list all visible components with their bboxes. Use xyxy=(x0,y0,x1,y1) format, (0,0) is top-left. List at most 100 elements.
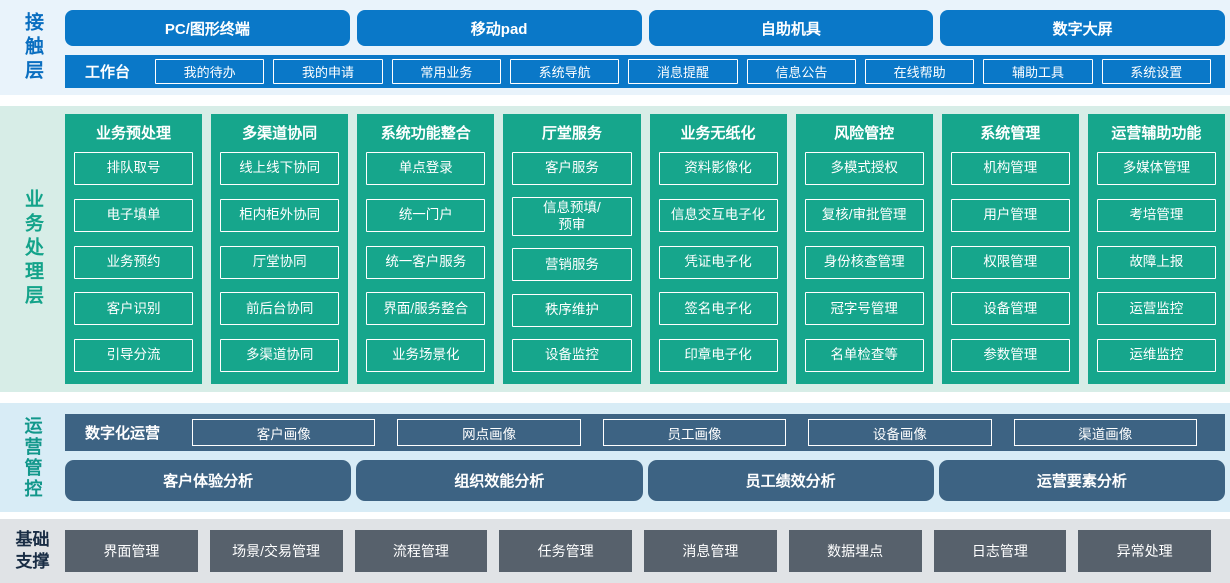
business-item-box: 印章电子化 xyxy=(658,339,778,372)
business-column: 多渠道协同线上线下协同柜内柜外协同厅堂协同前后台协同多渠道协同 xyxy=(211,114,349,384)
business-column: 风险管控多模式授权复核/审批管理身份核查管理冠字号管理名单检查等 xyxy=(795,114,933,384)
business-layer-content: 业务预处理排队取号电子填单业务预约客户识别引导分流多渠道协同线上线下协同柜内柜外… xyxy=(65,106,1225,392)
business-column-items: 资料影像化信息交互电子化凭证电子化签名电子化印章电子化 xyxy=(658,152,778,372)
business-item-box: 客户服务 xyxy=(512,152,632,185)
digital-ops-item: 客户画像 xyxy=(192,419,376,446)
business-item-box: 用户管理 xyxy=(950,198,1070,232)
foundation-item: 消息管理 xyxy=(644,530,777,572)
business-item-box: 设备管理 xyxy=(950,292,1070,326)
business-item-box: 身份核查管理 xyxy=(804,245,924,279)
business-column-title: 运营辅助功能 xyxy=(1111,125,1202,142)
workbench-item: 系统设置 xyxy=(1101,59,1211,84)
business-layer-gutter: 业务处理层 xyxy=(0,106,65,392)
business-item-box: 信息预填/ 预审 xyxy=(512,197,632,236)
digital-ops-items: 客户画像网点画像员工画像设备画像渠道画像 xyxy=(192,419,1197,446)
digital-ops-item: 渠道画像 xyxy=(1013,419,1197,446)
business-item-box: 柜内柜外协同 xyxy=(220,198,340,232)
business-column: 运营辅助功能多媒体管理考培管理故障上报运营监控运维监控 xyxy=(1087,114,1225,384)
business-item-box: 凭证电子化 xyxy=(658,245,778,279)
business-item-box: 名单检查等 xyxy=(804,339,924,372)
operations-layer-content: 数字化运营 客户画像网点画像员工画像设备画像渠道画像 客户体验分析组织效能分析员… xyxy=(65,403,1225,512)
digital-ops-item: 网点画像 xyxy=(397,419,581,446)
business-column-items: 机构管理用户管理权限管理设备管理参数管理 xyxy=(950,152,1070,372)
business-item-box: 营销服务 xyxy=(512,248,632,282)
foundation-layer-section: 基础 支撑 界面管理场景/交易管理流程管理任务管理消息管理数据埋点日志管理异常处… xyxy=(0,519,1230,583)
foundation-layer-label: 基础 支撑 xyxy=(15,529,50,571)
business-column-title: 风险管控 xyxy=(834,125,895,142)
business-item-box: 界面/服务整合 xyxy=(366,292,486,326)
business-column-items: 多媒体管理考培管理故障上报运营监控运维监控 xyxy=(1096,152,1216,372)
business-item-box: 签名电子化 xyxy=(658,292,778,326)
foundation-item: 界面管理 xyxy=(65,530,198,572)
business-item-box: 电子填单 xyxy=(74,198,194,232)
business-column-items: 单点登录统一门户统一客户服务界面/服务整合业务场景化 xyxy=(366,152,486,372)
business-column-title: 业务无纸化 xyxy=(680,125,756,142)
workbench-item: 辅助工具 xyxy=(983,59,1093,84)
business-item-box: 线上线下协同 xyxy=(220,152,340,185)
digital-ops-item: 设备画像 xyxy=(808,419,992,446)
business-column: 业务无纸化资料影像化信息交互电子化凭证电子化签名电子化印章电子化 xyxy=(649,114,787,384)
workbench-item: 信息公告 xyxy=(746,59,856,84)
foundation-item: 场景/交易管理 xyxy=(209,530,343,572)
business-item-box: 资料影像化 xyxy=(658,152,778,185)
contact-layer-label: 接触层 xyxy=(22,11,43,84)
analysis-box: 运营要素分析 xyxy=(938,460,1225,501)
business-item-box: 运营监控 xyxy=(1096,292,1216,326)
business-item-box: 引导分流 xyxy=(74,339,194,372)
business-column: 业务预处理排队取号电子填单业务预约客户识别引导分流 xyxy=(65,114,203,384)
business-item-box: 业务场景化 xyxy=(366,339,486,372)
business-item-box: 秩序维护 xyxy=(512,293,632,327)
business-item-box: 业务预约 xyxy=(74,245,194,279)
foundation-item: 任务管理 xyxy=(499,530,632,572)
business-item-box: 多媒体管理 xyxy=(1096,152,1216,185)
business-column-title: 系统功能整合 xyxy=(380,125,471,142)
channel-box: 数字大屏 xyxy=(940,10,1225,46)
analysis-box: 客户体验分析 xyxy=(65,460,352,501)
workbench-item: 消息提醒 xyxy=(628,59,738,84)
business-item-box: 排队取号 xyxy=(74,152,194,185)
business-item-box: 权限管理 xyxy=(950,245,1070,279)
operations-layer-gutter: 运营管控 xyxy=(0,403,65,512)
channel-box: PC/图形终端 xyxy=(65,10,350,46)
business-column: 系统功能整合单点登录统一门户统一客户服务界面/服务整合业务场景化 xyxy=(357,114,495,384)
business-item-box: 前后台协同 xyxy=(220,292,340,326)
business-column-title: 厅堂服务 xyxy=(541,125,602,142)
foundation-item: 数据埋点 xyxy=(788,530,922,572)
digital-ops-label: 数字化运营 xyxy=(85,425,161,442)
workbench-bar: 工作台 我的待办我的申请常用业务系统导航消息提醒信息公告在线帮助辅助工具系统设置 xyxy=(65,55,1225,88)
business-column-items: 线上线下协同柜内柜外协同厅堂协同前后台协同多渠道协同 xyxy=(220,152,340,372)
business-item-box: 统一门户 xyxy=(366,198,486,232)
operations-layer-section: 运营管控 数字化运营 客户画像网点画像员工画像设备画像渠道画像 客户体验分析组织… xyxy=(0,403,1230,512)
analysis-row: 客户体验分析组织效能分析员工绩效分析运营要素分析 xyxy=(65,460,1225,501)
channel-box: 自助机具 xyxy=(648,10,934,46)
operations-layer-label: 运营管控 xyxy=(22,415,43,500)
foundation-items: 界面管理场景/交易管理流程管理任务管理消息管理数据埋点日志管理异常处理 xyxy=(65,530,1225,572)
business-item-box: 客户识别 xyxy=(74,292,194,326)
workbench-item: 我的待办 xyxy=(155,59,265,84)
business-column: 厅堂服务客户服务信息预填/ 预审营销服务秩序维护设备监控 xyxy=(503,114,641,384)
business-column-items: 排队取号电子填单业务预约客户识别引导分流 xyxy=(74,152,194,372)
foundation-item: 异常处理 xyxy=(1078,530,1211,572)
business-item-box: 考培管理 xyxy=(1096,198,1216,232)
foundation-layer-content: 界面管理场景/交易管理流程管理任务管理消息管理数据埋点日志管理异常处理 xyxy=(65,519,1225,583)
channel-box: 移动pad xyxy=(356,10,642,46)
business-item-box: 单点登录 xyxy=(366,152,486,185)
business-column-title: 业务预处理 xyxy=(96,125,172,142)
business-item-box: 多渠道协同 xyxy=(220,339,340,372)
business-column-title: 多渠道协同 xyxy=(242,125,318,142)
business-item-box: 多模式授权 xyxy=(804,152,924,185)
foundation-item: 流程管理 xyxy=(354,530,488,572)
workbench-item: 系统导航 xyxy=(510,59,620,84)
business-column-title: 系统管理 xyxy=(980,125,1041,142)
business-item-box: 故障上报 xyxy=(1096,245,1216,279)
digital-ops-bar: 数字化运营 客户画像网点画像员工画像设备画像渠道画像 xyxy=(65,414,1225,451)
business-item-box: 厅堂协同 xyxy=(220,245,340,279)
business-column-items: 多模式授权复核/审批管理身份核查管理冠字号管理名单检查等 xyxy=(804,152,924,372)
business-item-box: 设备监控 xyxy=(512,339,632,372)
business-column-items: 客户服务信息预填/ 预审营销服务秩序维护设备监控 xyxy=(512,152,632,372)
business-item-box: 信息交互电子化 xyxy=(658,198,778,232)
